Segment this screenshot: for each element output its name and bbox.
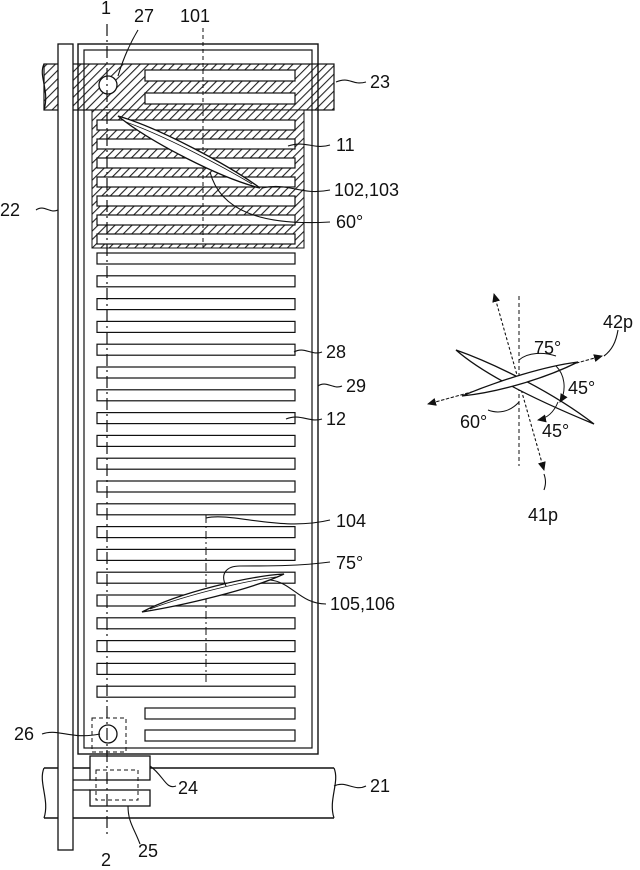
electrode-slit	[97, 234, 295, 244]
electrode-slit	[97, 276, 295, 287]
label-29: 29	[346, 376, 366, 396]
label-11: 11	[336, 135, 355, 155]
label-75-bottom: 75°	[336, 553, 363, 573]
label-21: 21	[370, 776, 390, 796]
label-105-106: 105,106	[330, 594, 395, 614]
electrode-slit	[97, 215, 295, 225]
electrode-slit	[145, 93, 295, 104]
label-75-inset: 75°	[534, 338, 561, 358]
contact-hole-27	[99, 76, 117, 94]
electrode-slit	[145, 70, 295, 81]
electrode-slit	[97, 504, 295, 515]
electrode-slit	[97, 413, 295, 424]
electrode-slit	[97, 321, 295, 332]
label-45-upper: 45°	[568, 378, 595, 398]
electrode-slit	[97, 390, 295, 401]
label-60-top: 60°	[336, 212, 363, 232]
electrode-slit	[97, 663, 295, 674]
electrode-slit	[145, 708, 295, 719]
electrode-slit	[97, 527, 295, 538]
label-23: 23	[370, 72, 390, 92]
electrode-slit	[97, 618, 295, 629]
label-2: 2	[101, 850, 111, 870]
contact-hole-26	[99, 725, 117, 743]
electrode-slit	[97, 549, 295, 560]
electrode-slit	[97, 139, 295, 149]
label-41p: 41p	[528, 505, 558, 525]
label-45-lower: 45°	[542, 421, 569, 441]
label-12: 12	[326, 409, 346, 429]
electrode-slit	[97, 686, 295, 697]
label-102-103: 102,103	[334, 180, 399, 200]
label-24: 24	[178, 778, 198, 798]
electrode-slit	[145, 730, 295, 741]
label-1: 1	[101, 0, 111, 18]
signal-line-22	[58, 44, 73, 850]
label-42p: 42p	[603, 312, 633, 332]
electrode-slit	[97, 177, 295, 187]
electrode-slit	[97, 641, 295, 652]
electrode-slit	[97, 196, 295, 206]
label-25: 25	[138, 841, 158, 861]
electrode-slit	[97, 481, 295, 492]
label-60-inset: 60°	[460, 412, 487, 432]
electrode-slit	[97, 344, 295, 355]
electrode-slit	[97, 458, 295, 469]
electrode-slit	[97, 253, 295, 264]
label-28: 28	[326, 342, 346, 362]
label-27: 27	[134, 6, 154, 26]
tft-region	[73, 756, 150, 806]
electrode-slit	[97, 299, 295, 310]
label-26: 26	[14, 724, 34, 744]
electrode-slit	[97, 435, 295, 446]
label-101: 101	[180, 6, 210, 26]
label-22: 22	[0, 200, 20, 220]
electrode-slit	[97, 367, 295, 378]
label-104: 104	[336, 511, 366, 531]
